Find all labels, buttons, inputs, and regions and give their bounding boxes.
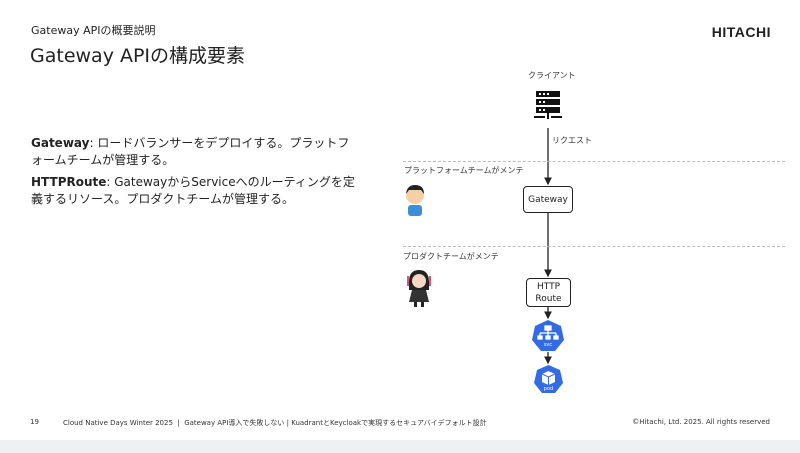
event-name: Cloud Native Days Winter 2025	[63, 419, 173, 427]
product-developer-avatar-icon	[407, 270, 431, 307]
svc-label: svc	[543, 342, 553, 348]
footer-event: Cloud Native Days Winter 2025 | Gateway …	[63, 418, 487, 428]
page-number: 19	[30, 418, 39, 426]
gateway-description: Gateway: ロードバランサーをデプロイする。プラットフォームチームが管理す…	[31, 135, 361, 169]
divider-platform	[403, 161, 785, 162]
product-team-label: プロダクトチームがメンテ	[403, 252, 499, 261]
client-label: クライアント	[528, 71, 576, 80]
divider-product	[403, 246, 785, 247]
slide-title: Gateway APIの構成要素	[30, 45, 246, 67]
httproute-node: HTTP Route	[526, 278, 571, 307]
platform-engineer-avatar-icon	[406, 185, 424, 216]
copyright: ©Hitachi, Ltd. 2025. All rights reserved	[632, 418, 770, 426]
pod-label: pod	[543, 386, 554, 392]
k8s-pod-icon	[534, 365, 563, 393]
slide-subtitle: Gateway APIの概要説明	[31, 24, 156, 37]
httproute-description: HTTPRoute: GatewayからServiceへのルーティングを定義する…	[31, 174, 361, 208]
pod-node: pod	[533, 364, 564, 395]
term: Gateway	[31, 136, 90, 150]
k8s-service-icon	[532, 320, 564, 351]
talk-title: Gateway API導入で失敗しない | KuadrantとKeycloakで…	[184, 419, 487, 427]
request-label: リクエスト	[552, 136, 592, 145]
svc-node: svc	[531, 319, 565, 353]
bottom-strip	[0, 440, 800, 453]
hitachi-logo: HITACHI	[711, 24, 771, 40]
term: HTTPRoute	[31, 175, 107, 189]
gateway-node: Gateway	[523, 186, 573, 213]
server-icon	[534, 91, 562, 119]
desc: : ロードバランサーをデプロイする。プラットフォームチームが管理する。	[31, 136, 350, 167]
separator: |	[177, 419, 180, 427]
desc: : GatewayからServiceへのルーティングを定義するリソース。プロダク…	[31, 175, 355, 206]
platform-team-label: プラットフォームチームがメンテ	[404, 166, 524, 175]
